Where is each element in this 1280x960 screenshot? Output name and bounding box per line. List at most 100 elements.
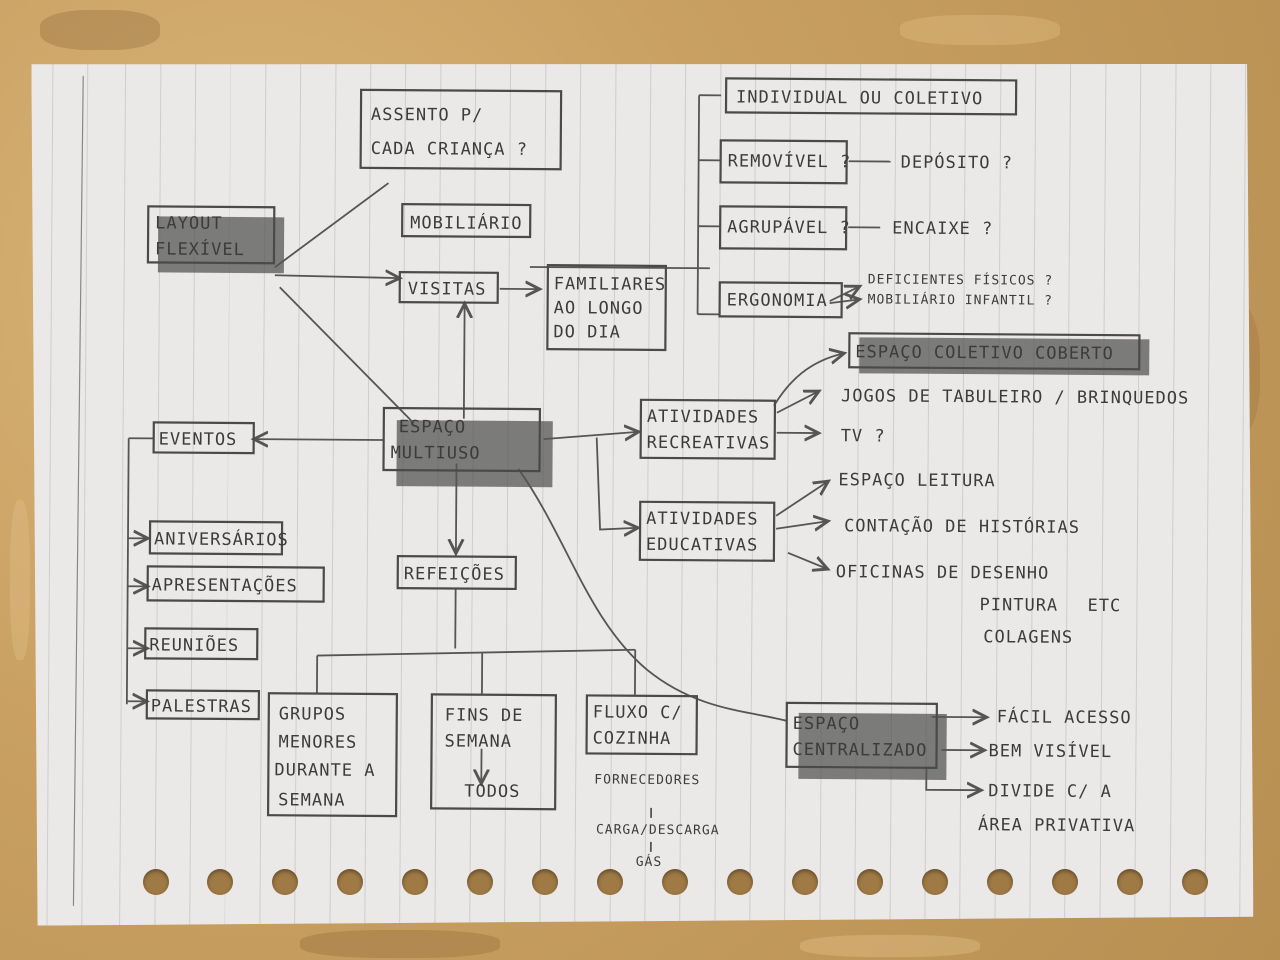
binder-hole [792, 869, 818, 895]
notebook-page: ASSENTO P/ CADA CRIANÇA ? LAYOUT FLEXÍVE… [25, 56, 1259, 935]
node-text-line: FAMILIARES [554, 274, 666, 295]
node-divide: DIVIDE C/ A ÁREA PRIVATIVA [978, 781, 1136, 836]
node-text-line: ATIVIDADES [647, 407, 759, 428]
node-text-line: FLUXO C/ [593, 702, 683, 723]
node-bem-visivel: BEM VISÍVEL [988, 739, 1112, 762]
margin-line [73, 76, 83, 906]
node-oficinas: OFICINAS DE DESENHO PINTURA COLAGENS ETC [835, 562, 1121, 648]
node-text-line: CADA CRIANÇA ? [371, 139, 528, 160]
node-espaco-centralizado: ESPAÇO CENTRALIZADO [786, 703, 947, 780]
binder-hole [857, 869, 883, 895]
node-text-line: SEMANA [445, 731, 513, 751]
binder-hole [1182, 869, 1208, 895]
binder-hole [987, 869, 1013, 895]
node-text-line: RECREATIVAS [647, 433, 771, 454]
node-text-line: LAYOUT [155, 213, 223, 233]
node-text: ERGONOMIA [727, 290, 828, 311]
node-ativ-educativas: ATIVIDADES EDUCATIVAS [640, 502, 774, 561]
node-text-line: MENORES [279, 732, 358, 753]
node-text: MOBILIÁRIO [410, 211, 523, 234]
node-agrupavel: AGRUPÁVEL ? [720, 206, 851, 249]
binder-hole [922, 869, 948, 895]
node-text-line: DO DIA [553, 322, 621, 342]
node-text-line: ESPAÇO [399, 417, 467, 437]
binder-hole [1052, 869, 1078, 895]
node-text: REFEIÇÕES [404, 562, 505, 585]
node-text-line: ÁREA PRIVATIVA [978, 813, 1135, 836]
node-assento: ASSENTO P/ CADA CRIANÇA ? [361, 90, 562, 169]
node-layout: LAYOUT FLEXÍVEL [148, 206, 284, 273]
binder-hole [1117, 869, 1143, 895]
mind-map-diagram: ASSENTO P/ CADA CRIANÇA ? LAYOUT FLEXÍVE… [25, 56, 1259, 935]
binder-hole [337, 869, 363, 895]
node-ativ-recreativas: ATIVIDADES RECREATIVAS [641, 400, 775, 459]
node-text-line: GÁS [636, 854, 663, 870]
node-text-line: MULTIUSO [391, 443, 481, 464]
binder-hole [532, 869, 558, 895]
node-text: ESPAÇO COLETIVO COBERTO [855, 342, 1114, 364]
node-text-line: CARGA/DESCARGA [596, 823, 720, 839]
node-jogos: JOGOS DE TABULEIRO / BRINQUEDOS [841, 386, 1189, 408]
node-text: ANIVERSÁRIOS [154, 527, 289, 550]
node-text-line: ASSENTO P/ [371, 105, 483, 126]
node-reunioes: REUNIÕES [145, 628, 257, 659]
binder-hole [727, 869, 753, 895]
node-familiares: FAMILIARES AO LONGO DO DIA [547, 265, 666, 350]
node-text: EVENTOS [159, 429, 238, 450]
node-eventos: EVENTOS [154, 422, 254, 453]
node-text-line: FLEXÍVEL [155, 237, 245, 260]
binder-hole [143, 869, 169, 895]
node-text-line: EDUCATIVAS [646, 535, 758, 556]
node-apresentacoes: APRESENTAÇÕES [148, 566, 324, 601]
node-text-line: PINTURA [979, 595, 1058, 616]
node-encaixe: ENCAIXE ? [892, 219, 993, 240]
node-espaco-leitura: ESPAÇO LEITURA [838, 470, 995, 491]
node-espaco-coletivo: ESPAÇO COLETIVO COBERTO [849, 333, 1149, 375]
binder-hole [207, 869, 233, 895]
node-espaco-multiuso: ESPAÇO MULTIUSO [383, 408, 553, 487]
node-visitas: VISITAS [400, 272, 498, 303]
binder-hole [402, 869, 428, 895]
binder-hole [597, 869, 623, 895]
node-text: VISITAS [408, 279, 487, 300]
node-grupos: GRUPOS MENORES DURANTE A SEMANA [268, 693, 397, 816]
node-text: APRESENTAÇÕES [152, 573, 298, 596]
node-ergonomia: ERGONOMIA [720, 282, 842, 317]
node-text: AGRUPÁVEL ? [727, 215, 851, 238]
connections [126, 91, 991, 854]
node-text-line: FINS DE [445, 705, 524, 726]
node-mob-infantil: MOBILIÁRIO INFANTIL ? [868, 291, 1053, 308]
node-text: INDIVIDUAL OU COLETIVO [736, 87, 983, 109]
binder-hole [662, 869, 688, 895]
node-removivel: REMOVÍVEL ? [720, 140, 851, 183]
node-fins: FINS DE SEMANA TODOS [431, 694, 556, 809]
node-text-line: ESPAÇO [793, 714, 861, 734]
node-text-line: DURANTE A [274, 760, 375, 781]
binder-hole [467, 869, 493, 895]
node-text: REMOVÍVEL ? [728, 149, 852, 172]
node-deposito: DEPÓSITO ? [901, 151, 1014, 174]
node-text-line: COLAGENS [983, 627, 1073, 648]
node-deficientes: DEFICIENTES FÍSICOS ? [868, 271, 1053, 288]
node-text-line: CENTRALIZADO [792, 740, 927, 761]
node-fornecedores: FORNECEDORES CARGA/DESCARGA GÁS [594, 772, 720, 870]
node-text-line: DIVIDE C/ A [988, 781, 1112, 802]
node-refeicoes: REFEIÇÕES [398, 556, 516, 589]
node-tv: TV ? [841, 426, 886, 446]
node-text-line: TODOS [464, 782, 520, 802]
node-palestras: PALESTRAS [147, 690, 259, 719]
node-text-line: ATIVIDADES [646, 509, 758, 530]
node-individual: INDIVIDUAL OU COLETIVO [726, 78, 1016, 114]
node-aniversarios: ANIVERSÁRIOS [150, 521, 289, 554]
node-text-line: SEMANA [278, 790, 346, 810]
node-fluxo: FLUXO C/ COZINHA [587, 695, 697, 754]
node-text: REUNIÕES [149, 633, 239, 656]
node-text-line: OFICINAS DE DESENHO [836, 562, 1050, 583]
node-facil-acesso: FÁCIL ACESSO [997, 705, 1132, 728]
node-mobiliario: MOBILIÁRIO [402, 204, 530, 237]
binder-hole [272, 869, 298, 895]
node-text-line: GRUPOS [279, 704, 347, 724]
node-text-line: FORNECEDORES [594, 772, 700, 788]
node-text: PALESTRAS [151, 696, 252, 717]
node-text-line: ETC [1087, 596, 1121, 616]
